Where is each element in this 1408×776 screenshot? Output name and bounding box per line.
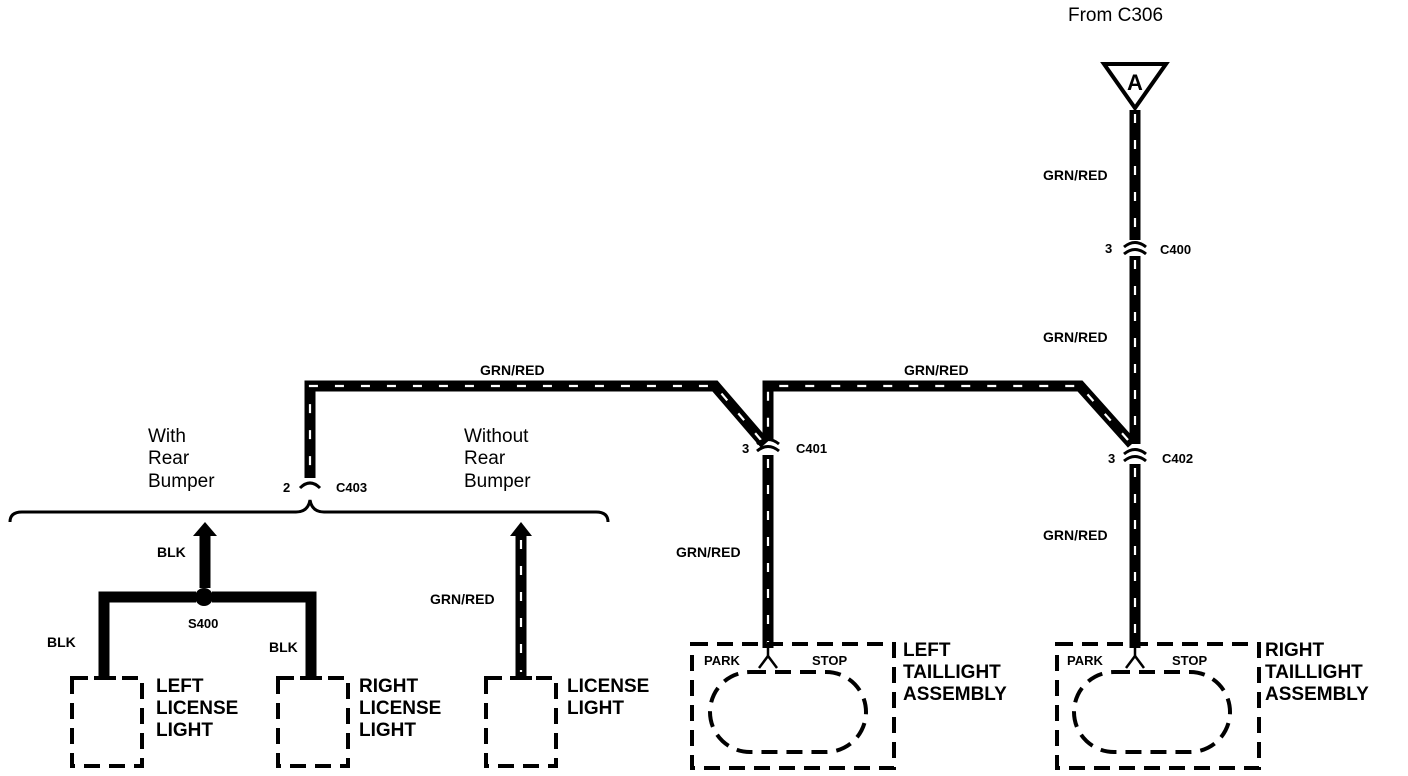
c402-label: C402 xyxy=(1162,451,1193,466)
splice-label: S400 xyxy=(188,616,218,631)
wire-blk-right xyxy=(212,591,317,678)
wire-label-c400-c402: GRN/RED xyxy=(1043,329,1108,345)
source-connector-letter: A xyxy=(1127,70,1143,95)
wire-label-c402-down: GRN/RED xyxy=(1043,527,1108,543)
c400-label: C400 xyxy=(1160,242,1191,257)
left-taillight-stop: STOP xyxy=(812,653,847,668)
svg-text:RIGHT: RIGHT xyxy=(1265,640,1325,661)
source-connector-triangle: A xyxy=(1100,62,1170,112)
left-taillight-park: PARK xyxy=(704,653,740,668)
right-taillight-label: RIGHT TAILLIGHT ASSEMBLY xyxy=(1265,640,1369,705)
wire-label-license-no-bumper: GRN/RED xyxy=(430,591,495,607)
option-without-rear-bumper: Without Rear Bumper xyxy=(464,426,531,492)
svg-text:LIGHT: LIGHT xyxy=(359,720,416,741)
svg-text:Without: Without xyxy=(464,426,529,447)
svg-text:LICENSE: LICENSE xyxy=(359,698,441,719)
c401-pin: 3 xyxy=(742,441,749,456)
connector-c400 xyxy=(1123,241,1147,256)
wire-blk-left xyxy=(98,591,196,678)
svg-text:ASSEMBLY: ASSEMBLY xyxy=(903,684,1007,705)
wire-label-top: GRN/RED xyxy=(1043,167,1108,183)
license-light-label: LICENSE LIGHT xyxy=(567,676,649,719)
svg-text:LIGHT: LIGHT xyxy=(567,698,624,719)
c402-pin: 3 xyxy=(1108,451,1115,466)
left-license-light-label: LEFT LICENSE LIGHT xyxy=(156,676,238,741)
right-license-light-label: RIGHT LICENSE LIGHT xyxy=(359,676,441,741)
connector-c401 xyxy=(756,438,780,453)
c401-label: C401 xyxy=(796,441,827,456)
svg-text:With: With xyxy=(148,426,186,447)
wire-label-blk-up: BLK xyxy=(157,544,186,560)
wire-blk-up xyxy=(193,522,217,588)
left-taillight-label: LEFT TAILLIGHT ASSEMBLY xyxy=(903,640,1007,705)
svg-text:RIGHT: RIGHT xyxy=(359,676,419,697)
wire-label-blk-left: BLK xyxy=(47,634,76,650)
svg-text:TAILLIGHT: TAILLIGHT xyxy=(903,662,1001,683)
right-taillight-park: PARK xyxy=(1067,653,1103,668)
left-taillight-assembly xyxy=(690,642,896,770)
svg-text:LIGHT: LIGHT xyxy=(156,720,213,741)
splice-s400 xyxy=(195,588,213,606)
license-light xyxy=(484,676,558,768)
wire-license-no-bumper xyxy=(510,522,532,678)
wire-horizontal-left xyxy=(304,380,770,478)
svg-text:Rear: Rear xyxy=(148,448,190,469)
svg-text:Bumper: Bumper xyxy=(464,471,531,492)
wire-label-c401-down: GRN/RED xyxy=(676,544,741,560)
left-license-light xyxy=(70,676,144,768)
wire-label-horiz-left: GRN/RED xyxy=(480,362,545,378)
right-taillight-stop: STOP xyxy=(1172,653,1207,668)
right-license-light xyxy=(276,676,350,768)
c403-label: C403 xyxy=(336,480,367,495)
option-with-rear-bumper: With Rear Bumper xyxy=(148,426,215,492)
option-brace xyxy=(8,499,610,523)
svg-text:Bumper: Bumper xyxy=(148,471,215,492)
svg-text:LEFT: LEFT xyxy=(156,676,204,697)
svg-text:LICENSE: LICENSE xyxy=(156,698,238,719)
svg-text:LICENSE: LICENSE xyxy=(567,676,649,697)
svg-text:Rear: Rear xyxy=(464,448,506,469)
c400-pin: 3 xyxy=(1105,241,1112,256)
source-label: From C306 xyxy=(1068,5,1163,26)
svg-text:TAILLIGHT: TAILLIGHT xyxy=(1265,662,1363,683)
wire-horizontal-right xyxy=(762,380,1137,448)
connector-c403 xyxy=(298,481,322,490)
wire-label-horiz-right: GRN/RED xyxy=(904,362,969,378)
connector-c402 xyxy=(1123,448,1147,463)
svg-text:LEFT: LEFT xyxy=(903,640,951,661)
wire-label-blk-right: BLK xyxy=(269,639,298,655)
svg-text:ASSEMBLY: ASSEMBLY xyxy=(1265,684,1369,705)
c403-pin: 2 xyxy=(283,480,290,495)
right-taillight-assembly xyxy=(1055,642,1261,770)
